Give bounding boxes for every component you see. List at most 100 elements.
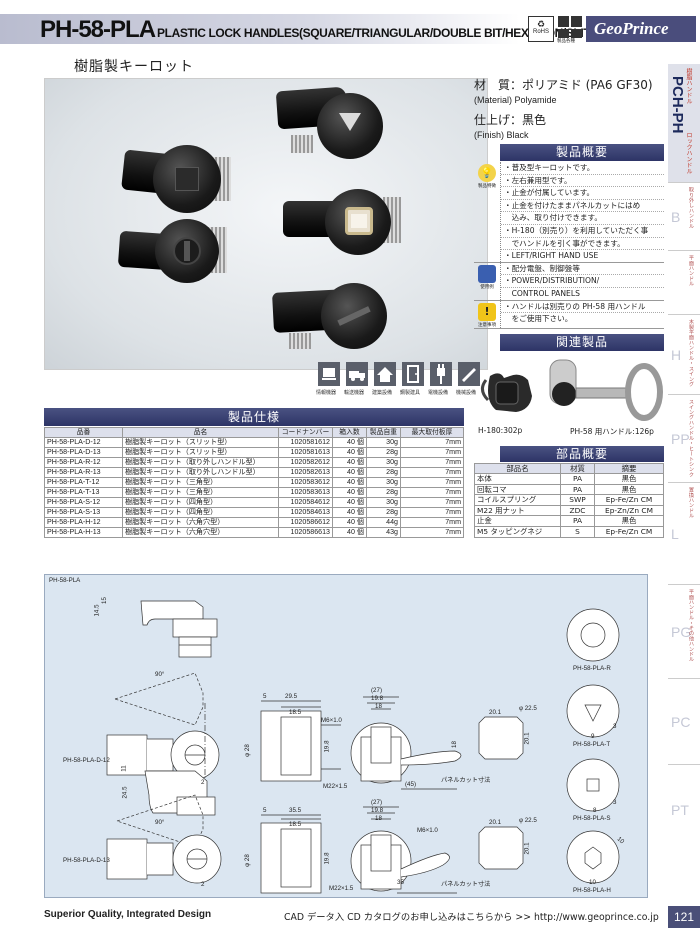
part-note: Ep-Fe/Zn CM — [594, 494, 664, 506]
overview-block: 💡製品特徴 ・普及型キーロットです。 ・左右兼用型です。 ・止金が付属しています… — [474, 162, 664, 329]
dimension: 90° — [155, 671, 165, 678]
dimension: 20.1 — [523, 842, 531, 855]
overview-line: ・配分電盤、制御盤等 — [501, 263, 664, 276]
dimension: 9 — [591, 733, 595, 740]
dimension: 35.5 — [289, 807, 302, 814]
max-panel: 7mm — [400, 497, 464, 508]
footer-cad-link[interactable]: CAD データ入 CD カタログのお申し込みはこちらから >> http://w… — [284, 912, 659, 923]
weight: 28g — [366, 447, 401, 458]
weight: 43g — [366, 527, 401, 538]
part-material: PA — [560, 515, 595, 527]
side-tab-text: 平面ハンドル — [688, 255, 694, 287]
overview-icon-label: 製品特徴 — [478, 184, 496, 189]
page-number: 121 — [668, 906, 700, 928]
overview-line: 込み、取り付けできます。 — [501, 212, 664, 225]
spec-col-header: 最大取付板厚 — [400, 427, 464, 438]
tab-small-label: ロックハンドル — [685, 132, 692, 174]
part-note: Ep-Fe/Zn CM — [594, 525, 664, 538]
view-label-s: PH-58-PLA-S — [573, 815, 611, 822]
lock-square — [115, 141, 245, 231]
spec-col-header: 箱入数 — [332, 427, 367, 438]
dimension: 20.1 — [489, 709, 502, 716]
overview-group: 使用例 ・配分電盤、制御盤等 ・POWER/DISTRIBUTION/ CONT… — [474, 262, 664, 301]
usage-label: 情報機器 — [316, 390, 337, 396]
dimension: 18 — [375, 703, 382, 710]
header-band — [0, 14, 520, 44]
dimension: 8 — [593, 807, 597, 814]
lightbulb-icon: 💡 — [478, 164, 496, 182]
side-tab-text: 置換ハンドル — [688, 487, 694, 519]
side-tab-letter: PG — [671, 624, 692, 640]
code-number: 1020581613 — [278, 447, 333, 458]
box-qty: 40 個 — [332, 467, 367, 478]
side-tab[interactable]: 平面ハンドル — [668, 250, 700, 314]
dimension: (27) — [371, 799, 383, 806]
tab-current[interactable]: 樹脂ハンドル PCH-PH ロックハンドル — [668, 64, 700, 182]
parts-header: 部品概要 — [500, 446, 664, 462]
finish-en: (Finish) Black — [474, 130, 529, 140]
product-name: 樹脂製キーロット（三角型） — [122, 487, 279, 498]
product-name: 樹脂製キーロット（三角型） — [122, 477, 279, 488]
view-label-r: PH-58-PLA-R — [573, 665, 611, 672]
dimension: 19.8 — [371, 695, 384, 702]
dimension: φ 28 — [243, 744, 251, 757]
dimension: 2 — [201, 881, 205, 888]
dimension: 90° — [155, 819, 165, 826]
spec-col-header: 品番 — [44, 427, 123, 438]
drill-icon — [458, 362, 480, 386]
model-number: PH-58-PLA — [40, 16, 156, 43]
side-tab[interactable]: PT — [668, 764, 700, 854]
side-tab-letter: H — [671, 347, 682, 363]
part-material: SWP — [560, 494, 595, 506]
dimension: φ 22.5 — [519, 817, 537, 824]
tab-current-label: PCH-PH — [669, 76, 686, 134]
box-qty: 40 個 — [332, 437, 367, 448]
plug-icon — [430, 362, 452, 386]
side-tab[interactable]: PC — [668, 678, 700, 764]
view-label-h: PH-58-PLA-H — [573, 887, 611, 894]
part-material: ZDC — [560, 504, 595, 517]
part-number: PH-58-PLA-T-13 — [44, 487, 123, 498]
dimension: 14.5 — [93, 604, 101, 617]
spec-col-header: コードナンバー — [278, 427, 333, 438]
overview-line: ・左右兼用型です。 — [501, 175, 664, 188]
dimension: (45) — [405, 781, 417, 788]
box-qty: 40 個 — [332, 507, 367, 518]
door-icon — [402, 362, 424, 386]
part-number: PH-58-PLA-D-12 — [44, 437, 123, 448]
part-material: PA — [560, 473, 595, 485]
weight: 30g — [366, 457, 401, 468]
dimension: 24.5 — [121, 786, 129, 799]
part-number: PH-58-PLA-R-12 — [44, 457, 123, 468]
product-name: 樹脂製キーロット（四角型） — [122, 497, 279, 508]
part-note: 黒色 — [594, 515, 664, 527]
house-icon — [374, 362, 396, 386]
side-tab-text: スイングハンドル・ヒートシンク — [688, 399, 694, 477]
overview-line: ・止金が付属しています。 — [501, 187, 664, 200]
view-label-d12: PH-58-PLA-D-12 — [63, 757, 110, 764]
dimension: 20.1 — [489, 819, 502, 826]
material-jp: 材 質：ポリアミド (PA6 GF30) — [474, 78, 653, 92]
warning-icon: ! — [478, 302, 496, 321]
usage-label: 輸送機器 — [344, 390, 365, 396]
code-number: 1020586613 — [278, 527, 333, 538]
part-name: 回転コマ — [474, 483, 561, 496]
spec-table: 品番 品名 コードナンバー 箱入数 製品自重 最大取付板厚 PH-58-PLA-… — [44, 427, 464, 538]
related-label: PH-58 用ハンドル:126p — [570, 427, 654, 436]
box-qty: 40 個 — [332, 487, 367, 498]
weight: 30g — [366, 477, 401, 488]
max-panel: 7mm — [400, 507, 464, 518]
grid-caption: 製品各種 — [557, 39, 575, 44]
panel-cut-label: パネルカット寸法 — [441, 881, 491, 888]
